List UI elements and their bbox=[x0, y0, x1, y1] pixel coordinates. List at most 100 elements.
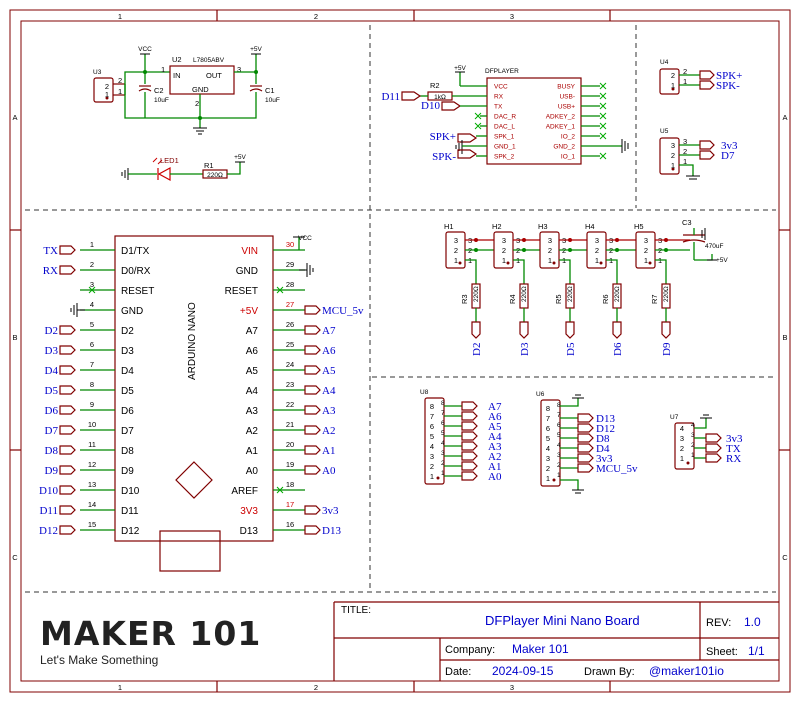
net-label: A6 bbox=[488, 411, 502, 423]
no-connect-mark bbox=[599, 132, 607, 140]
net-flag bbox=[304, 405, 321, 415]
row-label: C bbox=[782, 553, 788, 562]
svg-text:1: 1 bbox=[546, 474, 550, 483]
company-value: Maker 101 bbox=[512, 642, 569, 656]
dfplayer-pin-label: GND_1 bbox=[494, 144, 516, 151]
title-label: TITLE: bbox=[341, 605, 371, 616]
net-flag bbox=[59, 425, 76, 435]
net-flag bbox=[577, 453, 594, 463]
icsp-diamond bbox=[175, 461, 213, 499]
c1-ref: C1 bbox=[265, 86, 275, 95]
svg-text:6: 6 bbox=[430, 422, 434, 431]
svg-text:U6: U6 bbox=[536, 391, 545, 398]
dfplayer-pin-label: VCC bbox=[494, 84, 508, 91]
net-label: A4 bbox=[322, 385, 336, 397]
net-flag bbox=[59, 265, 76, 275]
no-connect-mark bbox=[599, 122, 607, 130]
svg-text:1: 1 bbox=[430, 472, 434, 481]
net-flag bbox=[461, 411, 478, 421]
net-flag bbox=[401, 91, 422, 101]
net-flag bbox=[304, 345, 321, 355]
pin-name: D13 bbox=[240, 526, 259, 537]
svg-text:1: 1 bbox=[454, 256, 458, 265]
net-label: A7 bbox=[488, 401, 502, 413]
no-connect-mark bbox=[474, 122, 482, 130]
pin-number: 17 bbox=[286, 500, 294, 509]
net-label: D2 bbox=[471, 343, 483, 356]
svg-text:4: 4 bbox=[441, 440, 445, 447]
net-label: A2 bbox=[322, 425, 335, 437]
svg-text:3: 3 bbox=[548, 236, 552, 245]
dfplayer-pin-label: IO_2 bbox=[561, 134, 575, 141]
svg-text:2: 2 bbox=[195, 99, 199, 108]
resistor-value: 220Ω bbox=[663, 286, 670, 302]
net-label: D9 bbox=[661, 342, 673, 356]
resistor-ref: R3 bbox=[460, 294, 469, 304]
svg-text:2: 2 bbox=[546, 464, 550, 473]
pin-number: 9 bbox=[90, 400, 94, 409]
svg-text:3: 3 bbox=[502, 236, 506, 245]
no-connect-mark bbox=[474, 112, 482, 120]
net-flag bbox=[304, 465, 321, 475]
no-connect-mark bbox=[599, 112, 607, 120]
net-label: A2 bbox=[488, 451, 501, 463]
r1-value: 220Ω bbox=[207, 172, 223, 179]
svg-text:5: 5 bbox=[430, 432, 434, 441]
svg-text:6: 6 bbox=[557, 422, 561, 429]
pin-number: 28 bbox=[286, 280, 294, 289]
row-label: B bbox=[782, 333, 787, 342]
pin-number: 1 bbox=[90, 240, 94, 249]
svg-text:3: 3 bbox=[557, 452, 561, 459]
svg-text:3: 3 bbox=[430, 452, 434, 461]
net-label: A6 bbox=[322, 345, 336, 357]
svg-text:3: 3 bbox=[237, 65, 241, 74]
column-label: 2 bbox=[314, 683, 318, 692]
net-flag bbox=[441, 101, 462, 111]
rev-label: REV: bbox=[706, 617, 731, 629]
usb-port bbox=[159, 530, 221, 572]
no-connect-mark bbox=[276, 286, 284, 294]
net-label-spk-plus: SPK+ bbox=[430, 131, 456, 143]
pin-name: D1/TX bbox=[121, 246, 150, 257]
net-label: D10 bbox=[39, 485, 58, 497]
svg-text:2: 2 bbox=[105, 82, 109, 91]
no-connect-mark bbox=[599, 152, 607, 160]
voltage-regulator bbox=[169, 65, 235, 95]
pin-name: D11 bbox=[121, 506, 139, 517]
r2-ref: R2 bbox=[430, 81, 440, 90]
pin-number: 23 bbox=[286, 380, 294, 389]
row-label: C bbox=[12, 553, 18, 562]
dfplayer-pin-label: USB- bbox=[559, 94, 575, 101]
svg-text:3: 3 bbox=[644, 236, 648, 245]
net-flag bbox=[519, 321, 529, 339]
r2-value: 1kΩ bbox=[434, 94, 446, 101]
net-label: D8 bbox=[596, 433, 610, 445]
svg-text:2: 2 bbox=[680, 444, 684, 453]
pin-name: A4 bbox=[246, 386, 259, 397]
pin-name: A3 bbox=[246, 406, 259, 417]
svg-text:3: 3 bbox=[683, 137, 687, 146]
svg-text:2: 2 bbox=[557, 462, 561, 469]
svg-text:2: 2 bbox=[691, 442, 695, 449]
pin-number: 8 bbox=[90, 380, 94, 389]
net-flag bbox=[59, 525, 76, 535]
u4-speaker-connector: U4 2 1 2 1 SPK+ SPK- bbox=[659, 59, 742, 95]
svg-text:6: 6 bbox=[441, 420, 445, 427]
date-value: 2024-09-15 bbox=[492, 664, 554, 678]
svg-text:2: 2 bbox=[502, 246, 506, 255]
net-flag bbox=[577, 443, 594, 453]
no-connect-mark bbox=[276, 486, 284, 494]
pin-number: 30 bbox=[286, 240, 294, 249]
column-label: 3 bbox=[510, 683, 514, 692]
arduino-nano: ARDUINO NANO 1D1/TXTX2D0/RXRX3RESET4GND5… bbox=[39, 235, 364, 572]
svg-text:3: 3 bbox=[671, 141, 675, 150]
column-label: 1 bbox=[118, 12, 122, 21]
u3-ref: U3 bbox=[93, 69, 102, 76]
pin-number: 14 bbox=[88, 500, 96, 509]
svg-text:2: 2 bbox=[454, 246, 458, 255]
pin-name: D2 bbox=[121, 326, 134, 337]
